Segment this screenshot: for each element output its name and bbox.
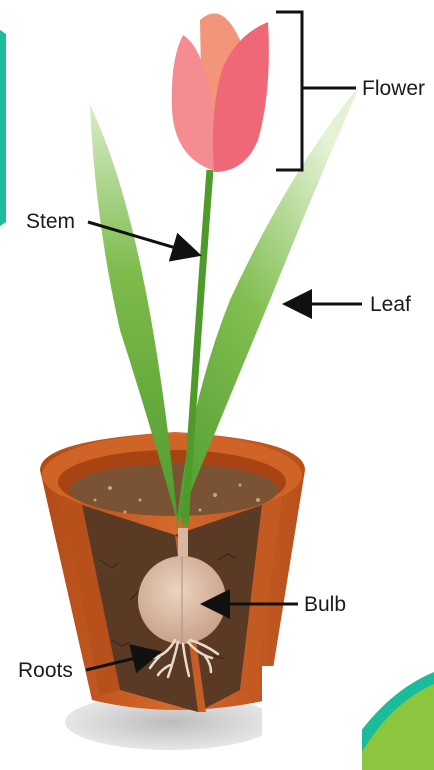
white-patch [262, 666, 362, 770]
teal-frame-edge [0, 30, 6, 226]
leaf-label: Leaf [370, 294, 411, 315]
stem-label: Stem [26, 211, 75, 232]
bulb-label: Bulb [304, 594, 346, 615]
flower-label: Flower [362, 78, 425, 99]
roots-label: Roots [18, 660, 73, 681]
